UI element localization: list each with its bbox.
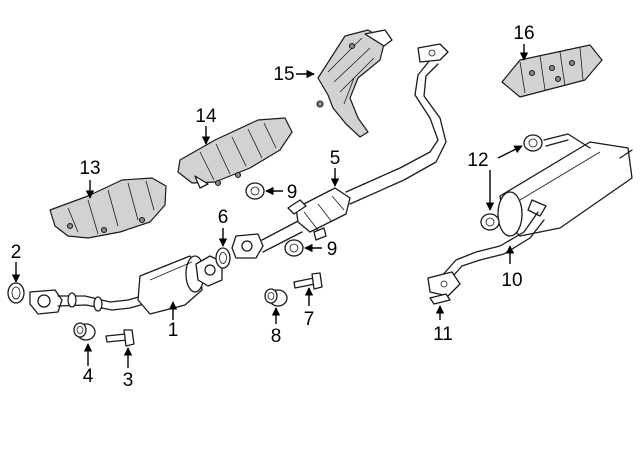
gasket-rear [429,293,451,305]
callout-12: 12 [467,150,488,171]
callout-4: 4 [83,366,94,387]
callout-13: 13 [79,158,100,179]
callout-6: 6 [218,207,229,228]
heat-shield-converter [177,117,293,189]
callout-9-upper: 9 [287,182,298,203]
heat-shield-front [49,177,167,239]
nut-mid [264,288,288,307]
hanger-insulator-upper [245,182,265,200]
callout-14: 14 [195,106,217,127]
callout-1: 1 [168,320,179,341]
muffler [427,133,633,297]
heat-shield-rear [501,44,603,98]
leader-lines [11,44,529,368]
callout-15: 15 [273,64,294,85]
callout-16: 16 [513,23,534,44]
nut-front [73,322,96,341]
callout-8: 8 [271,326,282,347]
callout-labels: 1 2 3 4 5 6 7 8 9 9 10 11 12 13 14 15 16 [11,23,535,391]
bolt-mid [293,272,323,290]
bolt-front [105,329,135,347]
callout-11: 11 [433,324,453,345]
callout-5: 5 [330,148,341,169]
callout-2: 2 [11,242,22,263]
gasket-mid [215,247,231,269]
callout-7: 7 [304,309,315,330]
center-pipe [231,43,449,259]
gasket-front [7,282,25,304]
hanger-insulator-rear-lower [480,213,500,231]
hanger-insulator-rear-upper [523,134,543,152]
callout-9-lower: 9 [327,239,338,260]
catalytic-converter [137,255,223,315]
callout-3: 3 [123,370,134,391]
callout-10: 10 [501,270,522,291]
heat-shield-upper [316,29,393,138]
front-pipe [29,289,145,315]
hanger-insulator-lower [284,239,304,257]
